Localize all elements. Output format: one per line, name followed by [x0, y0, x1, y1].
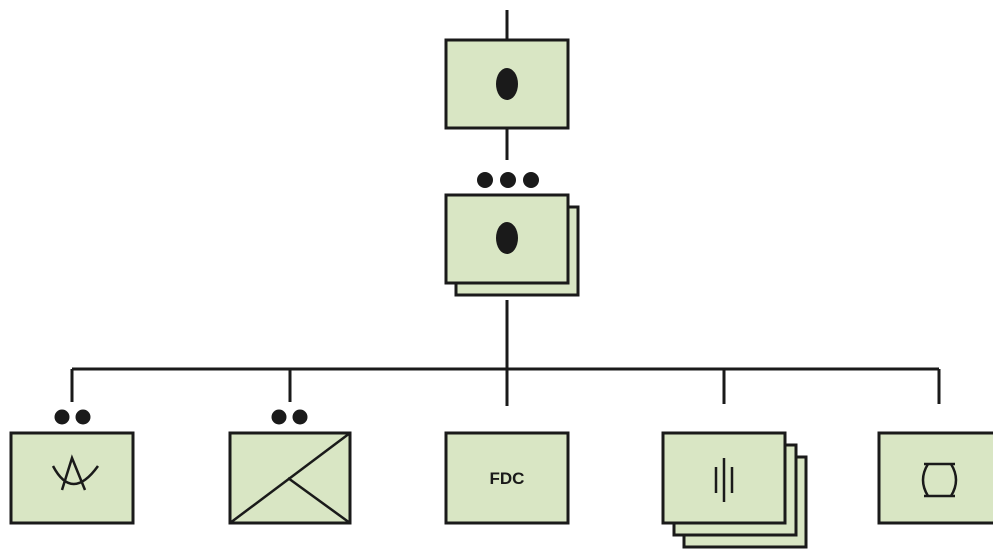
- echelon-dot: [271, 409, 287, 425]
- unit-frame: [444, 431, 570, 525]
- echelon-dot: [500, 172, 516, 188]
- subordinate-unit-4: [661, 431, 808, 549]
- subordinate-unit-5: [877, 431, 993, 525]
- subordinate-unit-3: FDC: [444, 431, 570, 525]
- diagonal-split-icon: [229, 432, 351, 525]
- echelon-dot: [292, 409, 308, 425]
- hourglass-arcs-icon: [921, 462, 958, 498]
- echelon-dots: [477, 172, 539, 188]
- vertical-bars-icon: [714, 458, 734, 502]
- unit-frame: [877, 431, 993, 525]
- top-unit: [444, 38, 570, 130]
- subordinate-unit-2: [228, 409, 352, 525]
- connector-lines: [70, 10, 941, 406]
- echelon-dot: [54, 409, 70, 425]
- unit-frame: [444, 38, 570, 130]
- echelon-dot: [477, 172, 493, 188]
- echelon-dot: [75, 409, 91, 425]
- fdc-label: FDC: [490, 469, 525, 488]
- command-dot-icon: [496, 68, 518, 100]
- command-dot-icon: [496, 222, 518, 254]
- middle-unit: [444, 172, 580, 297]
- air-defense-icon: [51, 454, 100, 491]
- subordinate-unit-1: [9, 409, 135, 525]
- echelon-dot: [523, 172, 539, 188]
- unit-frame: [9, 431, 135, 525]
- unit-frame: [444, 193, 570, 285]
